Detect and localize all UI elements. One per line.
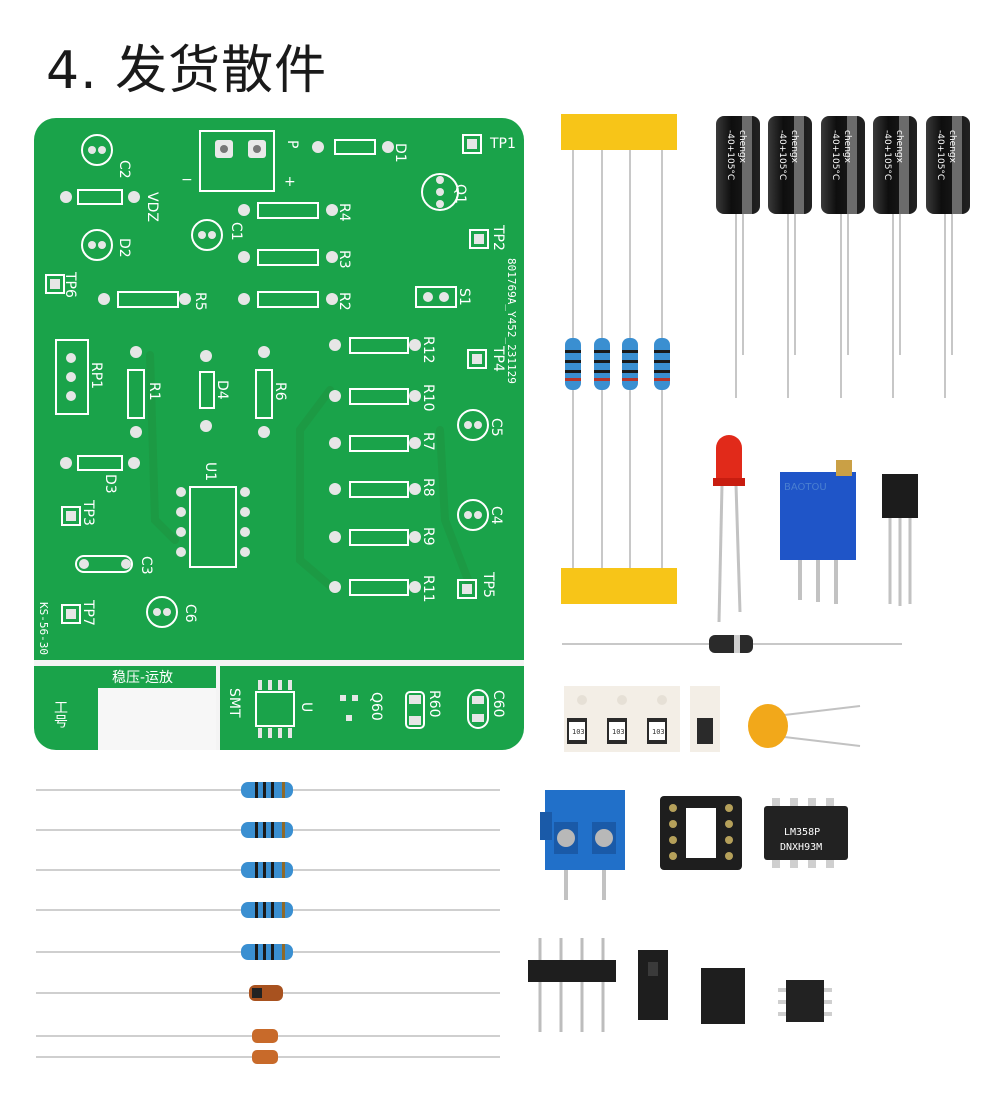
ref-label: R9 [420, 527, 436, 546]
ref-label: D4 [214, 380, 230, 400]
lm358-ic: LM358P DNXH93M [764, 798, 848, 868]
ref-label: R2 [336, 292, 352, 311]
svg-text:+: + [284, 174, 296, 190]
capacitor-brand: chengx [842, 130, 852, 164]
pot-marking: BAOTOU [784, 482, 827, 493]
smd-marking: 103 [572, 728, 585, 736]
smt-label: SMT [226, 688, 242, 718]
capacitor-brand: chengx [789, 130, 799, 164]
ref-label: TP1 [489, 136, 516, 152]
ref-label: D1 [392, 143, 408, 163]
board-code: 801769A_Y452_231129 [505, 258, 518, 384]
smt-label: Q60 [368, 692, 384, 721]
ref-label: R8 [420, 478, 436, 497]
smd-resistor-tape: 103 103 103 [564, 686, 720, 752]
ref-label: C1 [228, 222, 244, 241]
smd-marking: 103 [612, 728, 625, 736]
section-label: 稳压-运放 [112, 670, 173, 686]
jumper-caps [638, 950, 745, 1024]
ref-label: C4 [488, 506, 504, 525]
capacitor-rating: -40+105°C [935, 130, 945, 180]
ref-label: R6 [272, 382, 288, 401]
ref-label: D3 [102, 474, 118, 494]
svg-text:−: − [181, 172, 193, 188]
electrolytic-capacitors: -40+105°C -40+105°C -40+105°C -40+105°C … [716, 116, 970, 398]
ref-label: TP6 [62, 271, 78, 298]
ref-label: R7 [420, 432, 436, 451]
ref-label: R12 [420, 336, 436, 364]
ref-label: TP2 [490, 224, 506, 251]
capacitor-brand: chengx [894, 130, 904, 164]
ref-label: C2 [116, 160, 132, 179]
smt-label: R60 [426, 690, 442, 718]
ref-label: TP5 [480, 571, 496, 598]
trimmer-potentiometer: BAOTOU [780, 460, 856, 604]
ref-label: D2 [116, 238, 132, 258]
ref-label: VDZ [144, 192, 160, 222]
id-label: 工号 [52, 700, 68, 728]
ref-label: RP1 [88, 362, 104, 389]
smt-label: U [298, 702, 314, 712]
ref-label: U1 [202, 462, 218, 481]
ic-marking: LM358P [784, 827, 820, 838]
ref-label: R5 [192, 292, 208, 311]
capacitor-brand: chengx [737, 130, 747, 164]
ref-label: TP3 [80, 499, 96, 526]
ref-label: R3 [336, 250, 352, 269]
ic-socket [660, 796, 742, 870]
ref-label: C3 [138, 556, 154, 575]
ref-label: Q1 [452, 184, 468, 204]
capacitor-rating: -40+105°C [725, 130, 735, 180]
screw-terminal [540, 790, 625, 900]
ref-label: R10 [420, 384, 436, 412]
capacitor-brand: chengx [947, 130, 957, 164]
smt-label: C60 [490, 690, 506, 718]
ref-label: TP4 [490, 345, 506, 372]
ref-label: R4 [336, 203, 352, 222]
ref-label: C5 [488, 418, 504, 437]
pin-header [528, 938, 616, 1032]
ref-label: TP7 [80, 599, 96, 626]
ref-label: S1 [456, 288, 472, 306]
ref-label: R11 [420, 575, 436, 603]
axial-parts [36, 782, 500, 1064]
ceramic-capacitor [748, 704, 861, 748]
ref-label: R1 [146, 382, 162, 401]
pcb-board: − + [34, 118, 524, 750]
ic-marking: DNXH93M [780, 842, 822, 853]
capacitor-rating: -40+105°C [882, 130, 892, 180]
capacitor-rating: -40+105°C [777, 130, 787, 180]
ref-label: C6 [182, 604, 198, 623]
taped-resistors [561, 114, 677, 604]
red-led [713, 435, 745, 623]
side-code: KS-56-30 [37, 602, 50, 655]
transistor [882, 474, 918, 606]
page-title: 4. 发货散件 [46, 41, 328, 101]
ref-label: P [284, 140, 300, 148]
soic8-ic [778, 980, 832, 1022]
smd-marking: 103 [652, 728, 665, 736]
rectifier-diode [562, 635, 902, 653]
capacitor-rating: -40+105°C [830, 130, 840, 180]
